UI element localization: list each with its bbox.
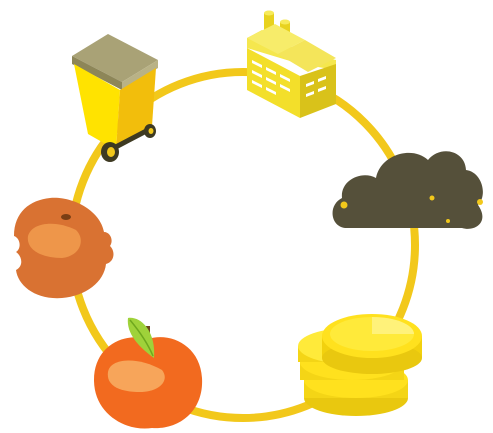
fresh-apple-icon bbox=[94, 317, 203, 429]
factory-icon bbox=[247, 10, 336, 118]
smog-cloud-icon bbox=[332, 151, 483, 229]
bitten-apple-icon bbox=[14, 197, 114, 299]
wheelie-bin-icon bbox=[72, 34, 158, 162]
gold-coins-icon bbox=[298, 314, 422, 416]
